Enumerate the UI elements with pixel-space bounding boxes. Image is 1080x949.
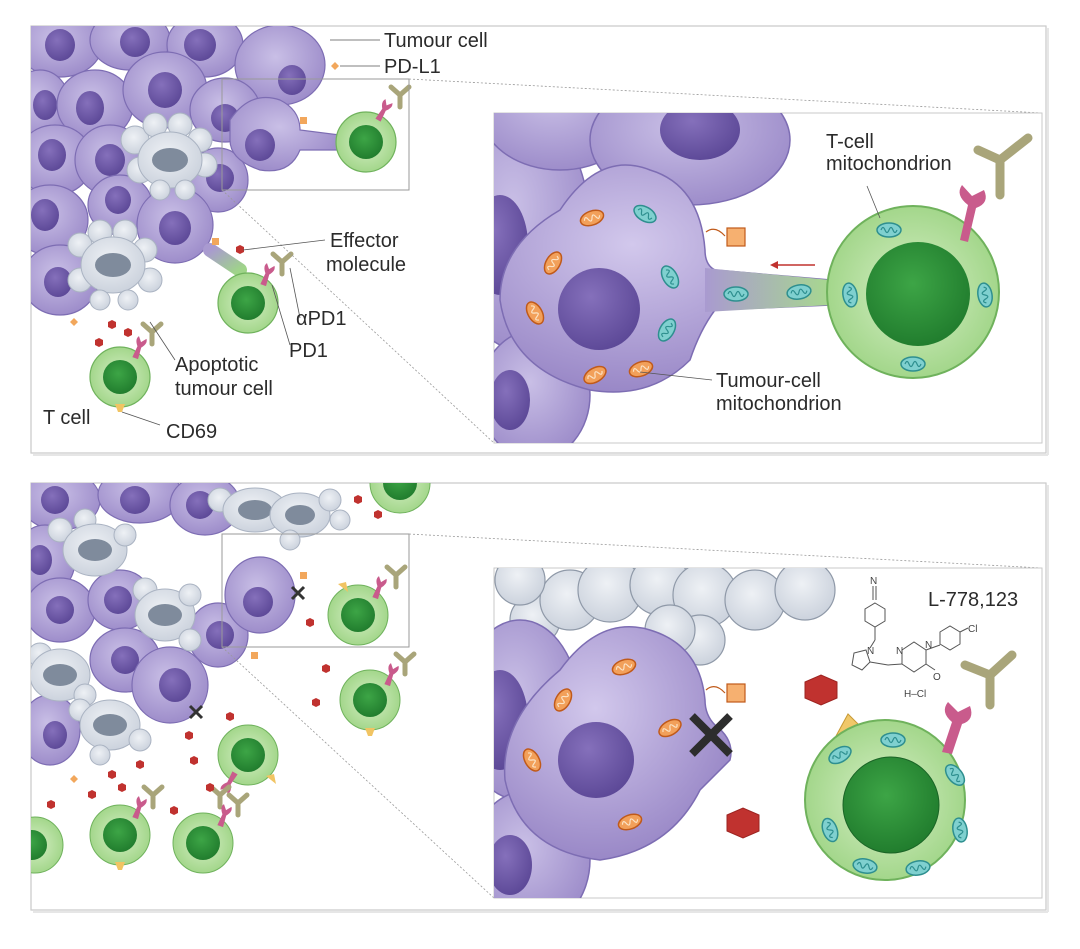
label-tcell-mito-1: T-cell (826, 131, 874, 153)
label-effector-1: Effector (330, 230, 399, 252)
t-cell-middle (217, 254, 291, 334)
top-tissue (31, 26, 410, 412)
bottom-tissue (31, 483, 431, 874)
effector-molecules-bottom (47, 495, 382, 815)
label-apoptotic-1: Apoptotic (175, 354, 258, 376)
chem-hcl: H–Cl (904, 689, 926, 700)
label-pd1: PD1 (289, 340, 328, 362)
apoptotic-cell-upper (120, 112, 218, 201)
bottom-inset: N N N N O Cl H–Cl (494, 568, 1017, 898)
label-pd-l1: PD-L1 (384, 56, 441, 78)
effector-molecules-top (95, 245, 244, 347)
label-apoptotic-2: tumour cell (175, 378, 273, 400)
effector-hex-1 (804, 674, 838, 706)
bottom-apoptotic-cells (31, 487, 351, 766)
block-x-small-1 (290, 585, 306, 601)
bottom-t-cells (31, 483, 431, 874)
pd-l1-markers-top (70, 62, 339, 326)
label-cd69: CD69 (166, 421, 217, 443)
t-cell-upper (335, 87, 409, 173)
chem-atom-n3: N (896, 646, 903, 657)
label-tcell-mito-2: mitochondrion (826, 153, 952, 175)
label-tumour-mito-1: Tumour-cell (716, 370, 821, 392)
label-apd1: αPD1 (296, 308, 346, 330)
chem-atom-cl: Cl (968, 624, 977, 635)
top-inset (494, 113, 1033, 443)
block-x-large (689, 713, 733, 757)
label-effector-2: molecule (326, 254, 406, 276)
pd-l1-markers-bottom (70, 572, 307, 783)
t-cell-lower (89, 324, 161, 412)
top-leader-lines (121, 39, 380, 426)
label-t-cell: T cell (43, 407, 90, 429)
label-tumour-mito-2: mitochondrion (716, 393, 842, 415)
label-tumour-cell: Tumour cell (384, 30, 488, 52)
chem-atom-n1: N (870, 576, 877, 587)
zoom-box-top (221, 78, 410, 191)
chem-atom-n2: N (867, 646, 874, 657)
label-compound: L-778,123 (928, 589, 1018, 611)
zoom-box-bottom (221, 533, 410, 648)
block-x-small-2 (188, 704, 204, 720)
apoptotic-cell-lower (67, 219, 163, 311)
effector-hex-2 (726, 807, 760, 839)
chem-atom-o: O (933, 672, 941, 683)
chemical-structure (851, 586, 969, 673)
chem-atom-n4: N (925, 640, 932, 651)
